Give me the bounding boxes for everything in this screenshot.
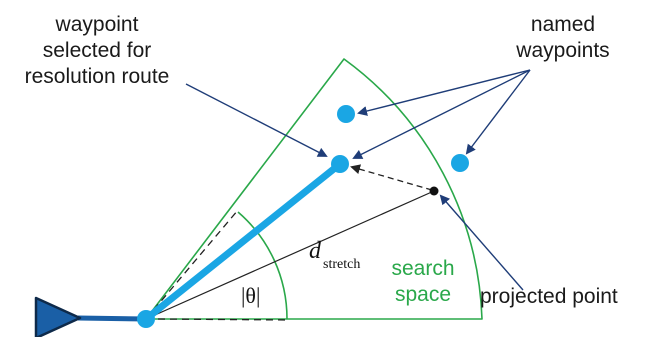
dot-projected-icon <box>429 186 439 196</box>
arrow-named-to-right <box>465 69 531 155</box>
triangle-aircraft-icon <box>34 296 82 337</box>
arrow-selected-label <box>185 83 328 157</box>
projected-point <box>429 186 439 196</box>
projection-arrow <box>350 164 433 191</box>
search-space-sector <box>145 58 483 320</box>
d-stretch-subscript: stretch <box>323 257 361 272</box>
arrow-named-to-selected <box>352 69 531 159</box>
circle-waypoint-icon <box>337 105 355 123</box>
named-label-line: waypoints <box>516 39 610 62</box>
theta-arc <box>237 211 288 320</box>
d-stretch-line <box>145 190 435 320</box>
selected-label-line: selected for <box>42 39 152 62</box>
resolution-route <box>142 160 344 323</box>
max-deviation-dashed <box>145 209 239 320</box>
search-space-label: search space <box>383 256 463 308</box>
origin-waypoint <box>137 310 155 328</box>
circle-waypoint-icon <box>451 154 469 172</box>
aircraft-stem <box>77 315 147 322</box>
circle-waypoint-icon <box>331 155 349 173</box>
named-waypoint-right <box>451 154 469 172</box>
projected-point-label: projected point <box>480 285 618 308</box>
selected-waypoint-label: waypoint selected for resolution route <box>2 12 192 90</box>
named-waypoints-label: named waypoints <box>488 12 638 64</box>
theta-label: |θ| <box>241 283 261 308</box>
baseline-dashed <box>157 318 291 321</box>
arrow-named-to-top <box>357 69 531 116</box>
selected-label-line: resolution route <box>24 65 170 88</box>
named-waypoint-top <box>337 105 355 123</box>
arrow-projected-label <box>439 194 524 291</box>
d-stretch-symbol: d <box>309 238 321 264</box>
search-label-line: space <box>394 283 452 306</box>
named-label-line: named <box>530 13 596 36</box>
circle-waypoint-icon <box>137 310 155 328</box>
search-label-line: search <box>391 257 455 280</box>
selected-waypoint <box>331 155 349 173</box>
selected-label-line: waypoint <box>55 13 139 36</box>
